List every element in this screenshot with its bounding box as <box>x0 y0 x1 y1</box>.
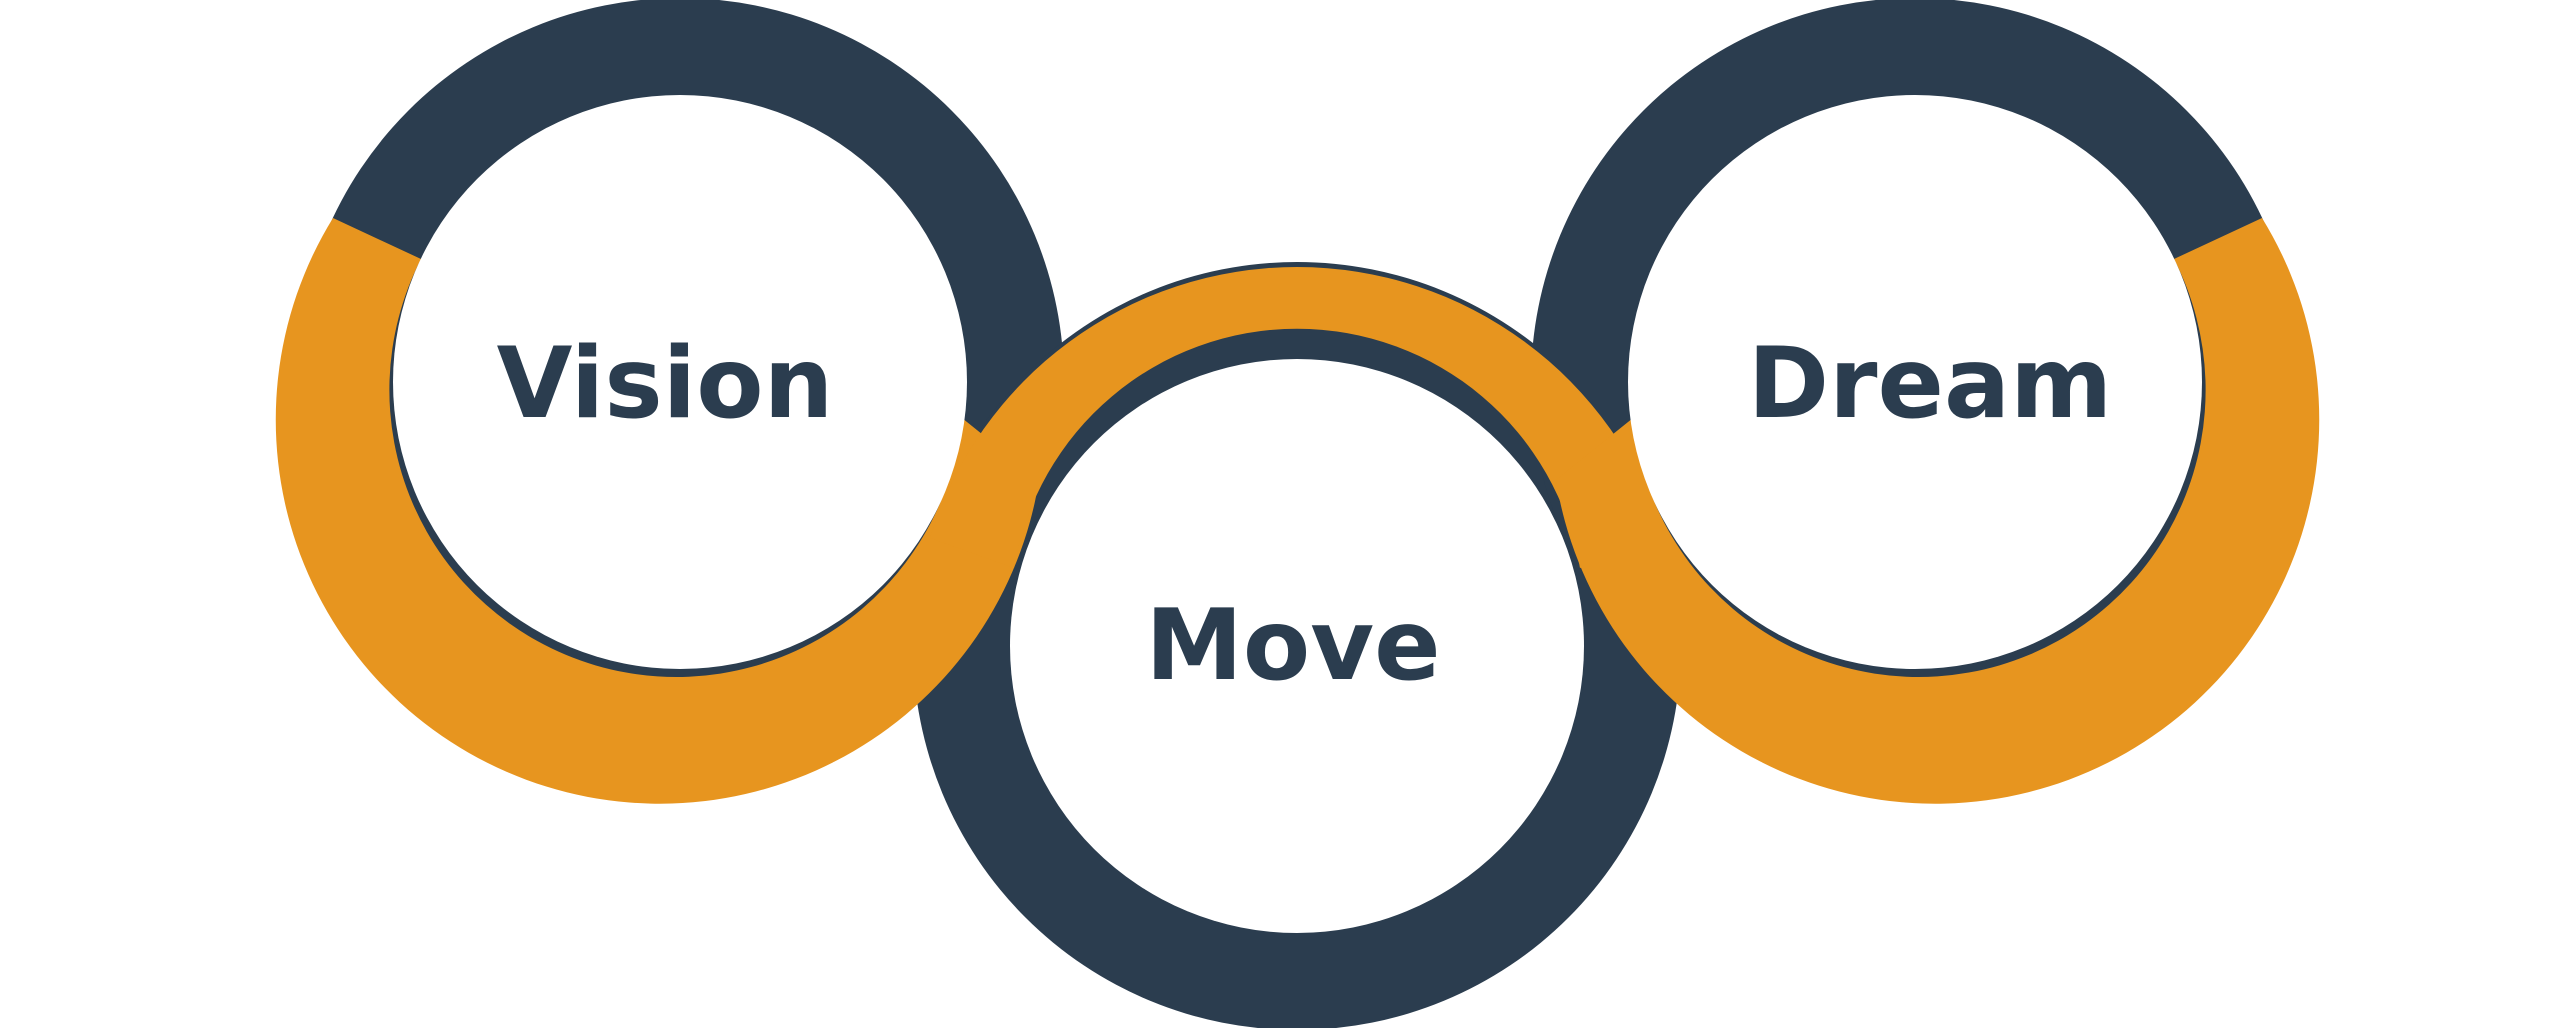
orange-band <box>275 218 2320 804</box>
disc-dream <box>1628 95 2202 669</box>
labels: Vision Move Dream <box>497 327 2113 703</box>
disc-vision <box>393 95 967 669</box>
orange-band-vision <box>275 218 1040 804</box>
orange-band-move <box>930 266 1664 568</box>
disc-move <box>1010 359 1584 933</box>
label-vision: Vision <box>497 327 834 441</box>
inner-discs <box>393 95 2202 933</box>
label-dream: Dream <box>1748 327 2112 441</box>
label-move: Move <box>1145 589 1440 703</box>
orange-band-dream <box>1556 218 2320 804</box>
